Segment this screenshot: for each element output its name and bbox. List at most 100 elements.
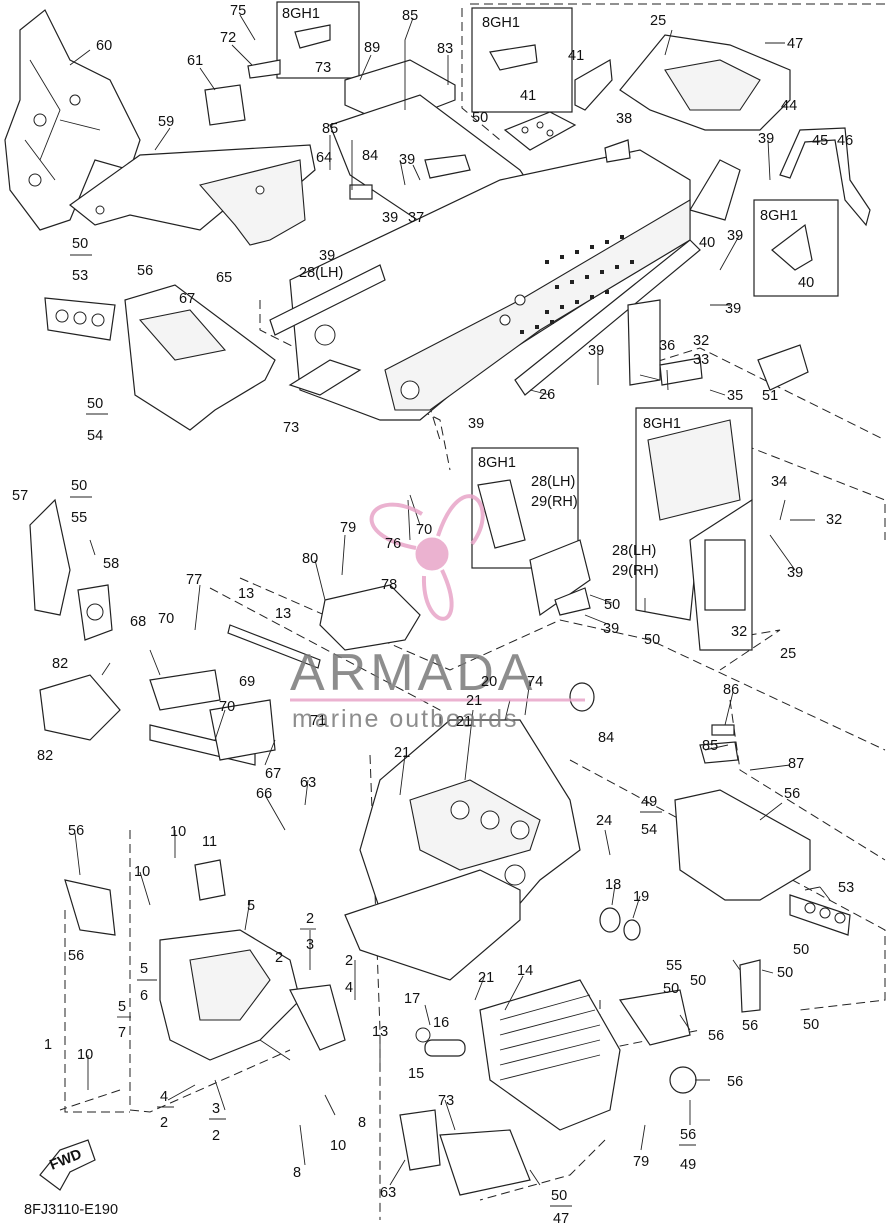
block-37 [424,154,471,179]
callout: 70 [416,522,432,538]
callout: 39 [725,301,741,317]
callout: 32 [826,512,842,528]
callout: 67 [179,291,195,307]
bracket-86 [319,584,421,651]
callout: 68 [130,614,146,630]
callout: 85 [402,8,418,24]
callout: 54 [87,428,103,444]
callout: 13 [372,1024,388,1040]
watermark-tagline: marine outboards [292,705,519,733]
callout: 63 [300,775,316,791]
bracket-28-kit [477,479,526,549]
bracket-2 [289,984,346,1051]
block-11 [194,859,226,901]
callout: 3 [212,1101,220,1117]
callout: 70 [219,699,235,715]
callout: 46 [837,133,853,149]
callout: 83 [437,41,453,57]
callout: 56 [137,263,153,279]
callout: 50 [551,1188,567,1204]
callout: 32 [693,333,709,349]
callout: 47 [553,1211,569,1226]
kit-label: 8GH1 [482,15,520,31]
callout: 2 [160,1115,168,1131]
callout: 6 [140,988,148,1004]
callout: 47 [787,36,803,52]
callout: 15 [408,1066,424,1082]
bottom-parts [29,498,851,1196]
callout: 50 [793,942,809,958]
callout: 45 [812,133,828,149]
callout: 73 [438,1093,454,1109]
callout: 2 [306,911,314,927]
callout: 72 [220,30,236,46]
callout: 89 [364,40,380,56]
callout: 50 [644,632,660,648]
callout: 39 [382,210,398,226]
callout: 18 [605,877,621,893]
callout: 34 [771,474,787,490]
callout: 40 [798,275,814,291]
callout: 86 [723,682,739,698]
cover-92 [39,674,121,741]
callout: 28(LH) [531,474,575,490]
callout: 37 [408,210,424,226]
callout: 21 [456,714,472,730]
kit-label: 8GH1 [282,6,320,22]
leader-lines [69,14,831,1186]
callout: 56 [68,823,84,839]
callout: 7 [118,1025,126,1041]
callout: 50 [803,1017,819,1033]
callout: 4 [345,980,353,996]
callout: 39 [758,131,774,147]
callout: 65 [216,270,232,286]
plate-34 [659,357,703,386]
cap-62 [669,1066,697,1094]
callout: 8 [358,1115,366,1131]
callout: 5 [140,961,148,977]
callout: 79 [340,520,356,536]
ring-95 [569,682,595,712]
bumper-inner-25 [664,59,761,111]
callout: 38 [616,111,632,127]
callout: 50 [472,110,488,126]
plate-49 [503,111,577,151]
callout: 55 [71,510,87,526]
callout: 70 [158,611,174,627]
ring-18 [599,907,621,933]
callout: 59 [158,114,174,130]
bracket-30 [627,299,661,386]
diagram-code: 8FJ3110-E190 [24,1202,118,1218]
callout: 50 [777,965,793,981]
callout: 2 [212,1128,220,1144]
block-97 [711,724,735,736]
front-frame-inner [409,779,541,871]
callout: 11 [202,834,217,850]
clip-69 [204,84,246,126]
plate-48 [757,344,809,391]
bracket-60 [64,879,116,936]
callout: 35 [727,388,743,404]
callout: 33 [693,352,709,368]
callout: 55 [666,958,682,974]
callout: 39 [319,248,335,264]
callout: 21 [466,693,482,709]
channel-81 [288,359,362,396]
callout: 49 [680,1157,696,1173]
console-face-59 [138,309,227,361]
callout: 39 [468,416,484,432]
fraction-bars [70,254,696,1207]
callout: 21 [394,745,410,761]
rail-strip-26 [514,239,701,396]
lower-plate [344,869,521,981]
callout: 51 [762,388,778,404]
callout: 24 [596,813,612,829]
callout: 39 [588,343,604,359]
callout: 4 [160,1089,168,1105]
callout: 2 [345,953,353,969]
bracket-41 [574,59,613,111]
callout: 64 [316,150,332,166]
callout: 50 [71,478,87,494]
callout: 84 [598,730,614,746]
